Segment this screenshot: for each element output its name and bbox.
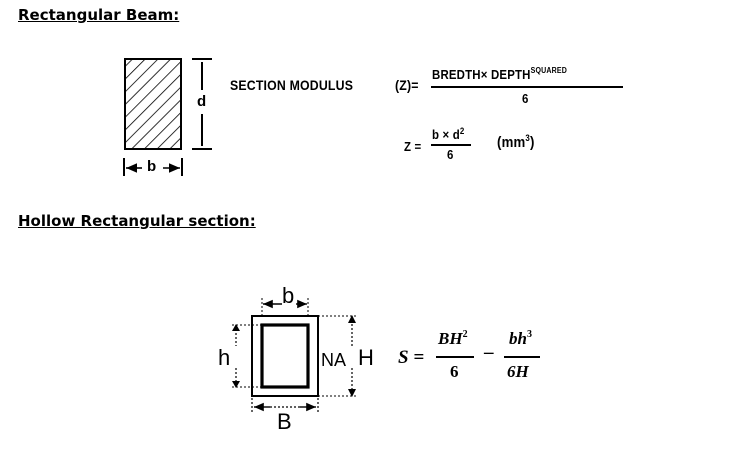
- s-equals: S =: [398, 347, 425, 368]
- z-num-exp: 2: [459, 126, 465, 136]
- section-modulus-label: SECTION MODULUS: [230, 77, 354, 93]
- fraction-bar-main: [431, 86, 623, 88]
- numerator-breadth: BREDTH: [432, 67, 481, 82]
- numerator-squared-superscript: SQUARED: [530, 66, 568, 75]
- numerator-times: ×: [480, 67, 488, 82]
- outer-breadth-label: B: [277, 409, 292, 434]
- term2-num-base: bh: [509, 329, 527, 348]
- breadth-label: b: [147, 158, 157, 175]
- numerator: BREDTH× DEPTHSQUARED: [432, 66, 568, 82]
- fraction-bar-z: [431, 144, 471, 146]
- outer-breadth-dimension: [251, 398, 319, 412]
- outer-height-label: H: [358, 345, 374, 370]
- outer-height-dimension: [318, 315, 356, 397]
- numerator-depth: DEPTH: [490, 67, 531, 82]
- denominator-six: 6: [522, 91, 529, 106]
- fraction-bar-term2: [504, 356, 540, 358]
- depth-label: d: [197, 93, 207, 110]
- z-denominator: 6: [447, 147, 454, 162]
- z-num-d: d: [452, 127, 460, 142]
- inner-height-dimension: [232, 324, 262, 388]
- minus-sign: –: [484, 342, 494, 363]
- units-close: ): [530, 134, 535, 151]
- depth-dimension: [192, 58, 212, 150]
- section-modulus-z: (Z)=: [395, 77, 419, 93]
- term1-denominator: 6: [450, 362, 459, 381]
- term2-num-exp: 3: [526, 329, 532, 340]
- term1-num-exp: 2: [462, 329, 468, 340]
- z-numerator: b × d2: [432, 126, 465, 142]
- inner-height-label: h: [218, 345, 231, 370]
- units-open: (mm: [497, 134, 526, 151]
- z-num-b: b: [432, 127, 440, 142]
- hollow-rectangular-section: [251, 315, 319, 397]
- neutral-axis-label: NA: [321, 350, 347, 370]
- breadth-dimension: [123, 158, 183, 176]
- units-exp: 3: [525, 133, 530, 143]
- z-equals: Z =: [404, 139, 422, 154]
- z-num-times: ×: [442, 127, 450, 142]
- term2-denominator: 6H: [507, 362, 529, 381]
- rectangular-beam-heading: Rectangular Beam:: [18, 6, 180, 24]
- rectangular-beam-section: [124, 58, 182, 150]
- term1-numerator: BH2: [438, 329, 468, 349]
- term1-num-base: BH: [438, 329, 463, 348]
- units: (mm3): [497, 133, 535, 151]
- inner-breadth-label: b: [282, 283, 295, 308]
- fraction-bar-term1: [436, 356, 474, 358]
- hollow-section-heading: Hollow Rectangular section:: [18, 212, 256, 230]
- term2-numerator: bh3: [509, 329, 532, 349]
- inner-breadth-dimension: [261, 298, 309, 318]
